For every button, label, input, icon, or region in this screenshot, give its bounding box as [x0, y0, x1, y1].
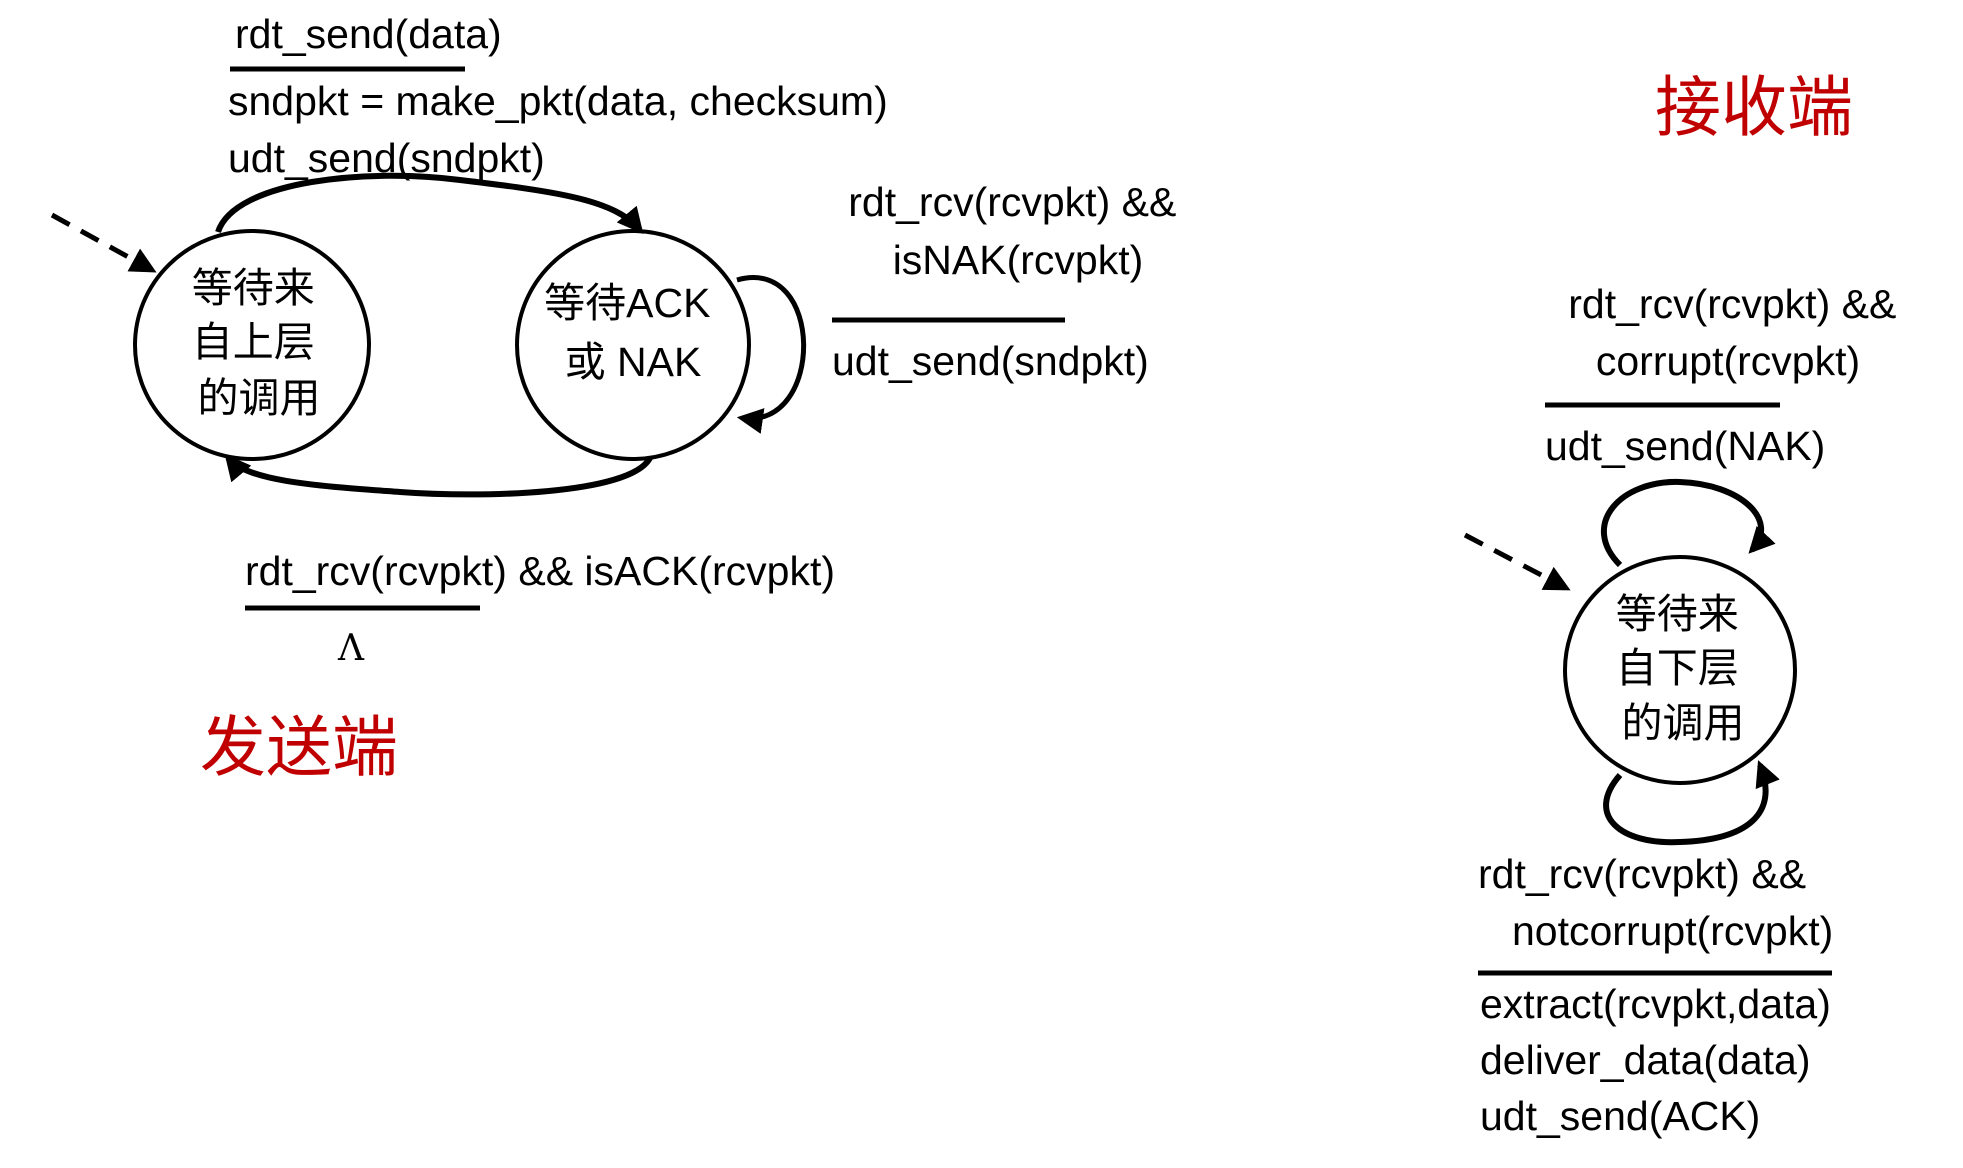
receiver-label-corrupt: rdt_rcv(rcvpkt) && corrupt(rcvpkt) udt_s…: [1545, 281, 1907, 469]
svg-text:等待来 自下层 的调用: 等待来 自下层 的调用: [1616, 591, 1750, 746]
receiver-ok-action-3: udt_send(ACK): [1480, 1093, 1760, 1139]
sender-nak-action-1: udt_send(sndpkt): [832, 338, 1149, 384]
sender-ack-action-lambda: Λ: [337, 628, 365, 669]
sender-send-action-2: udt_send(sndpkt): [228, 135, 545, 181]
receiver-fsm: 接收端 rdt_rcv(rcvpkt) && corrupt(rcvpkt) u…: [1463, 70, 1907, 1139]
receiver-corrupt-event-2: corrupt(rcvpkt): [1596, 338, 1860, 384]
sender-nak-event-2: isNAK(rcvpkt): [893, 237, 1144, 283]
receiver-corrupt-action-1: udt_send(NAK): [1545, 423, 1825, 469]
sender-state-wait-ack-line1: 等待ACK: [544, 280, 710, 326]
svg-text:等待ACK 或 NAK: 等待ACK 或 NAK: [544, 280, 722, 385]
sender-ack-event: rdt_rcv(rcvpkt) && isACK(rcvpkt): [245, 548, 835, 594]
svg-text:rdt_rcv(rcvpkt) && isN: rdt_rcv(rcvpkt) && isNAK(rcvpkt): [848, 179, 1187, 283]
sender-state-wait-ack-line2: 或 NAK: [565, 339, 702, 385]
sender-side-label: 发送端: [200, 710, 398, 784]
sender-arc-nak-loop: [736, 275, 807, 434]
sender-send-event: rdt_send(data): [235, 11, 502, 57]
receiver-ok-action-2: deliver_data(data): [1480, 1037, 1810, 1083]
sender-state-wait-call-line1: 等待来: [192, 265, 315, 311]
receiver-label-ok: rdt_rcv(rcvpkt) && notcorrupt(rcvpkt) ex…: [1478, 851, 1833, 1139]
sender-label-send: rdt_send(data) sndpkt = make_pkt(data, c…: [228, 11, 888, 181]
sender-label-nak: rdt_rcv(rcvpkt) && isNAK(rcvpkt) udt_sen…: [832, 179, 1187, 384]
sender-state-wait-ack: 等待ACK 或 NAK: [515, 229, 751, 461]
sender-arc-ack: [224, 454, 653, 498]
sender-state-wait-call-line3: 的调用: [198, 375, 321, 421]
svg-text:rdt_rcv(rcvpkt) && not: rdt_rcv(rcvpkt) && notcorrupt(rcvpkt): [1478, 851, 1833, 954]
sender-arc-send: [215, 172, 644, 234]
sender-state-wait-call-line2: 自上层: [192, 319, 315, 365]
receiver-initial-arrow: [1463, 532, 1571, 591]
sender-fsm: 等待来 自上层 的调用 等待ACK 或 NAK rdt_send(data) s…: [50, 11, 1187, 784]
svg-text:等待来 自上层 的调用: 等待来 自上层 的调用: [192, 265, 326, 421]
sender-nak-event-1: rdt_rcv(rcvpkt) &&: [848, 179, 1176, 225]
sender-label-ack: rdt_rcv(rcvpkt) && isACK(rcvpkt) Λ: [245, 548, 835, 669]
sender-state-wait-call: 等待来 自上层 的调用: [133, 229, 371, 461]
receiver-state-wait-call-line1: 等待来: [1616, 591, 1739, 637]
receiver-corrupt-event-1: rdt_rcv(rcvpkt) &&: [1568, 281, 1896, 327]
receiver-state-wait-call-line3: 的调用: [1622, 700, 1745, 746]
receiver-side-label: 接收端: [1655, 70, 1853, 144]
receiver-arc-corrupt-loop: [1600, 478, 1776, 568]
svg-text:rdt_rcv(rcvpkt) && cor: rdt_rcv(rcvpkt) && corrupt(rcvpkt): [1568, 281, 1907, 384]
receiver-state-wait-call-line2: 自下层: [1616, 645, 1739, 691]
receiver-ok-event-1: rdt_rcv(rcvpkt) &&: [1478, 851, 1806, 897]
receiver-ok-event-2: notcorrupt(rcvpkt): [1512, 908, 1833, 954]
receiver-ok-action-1: extract(rcvpkt,data): [1480, 981, 1831, 1027]
receiver-state-wait-call: 等待来 自下层 的调用: [1563, 555, 1797, 785]
receiver-arc-ok-loop: [1603, 760, 1780, 846]
sender-send-action-1: sndpkt = make_pkt(data, checksum): [228, 78, 888, 124]
sender-initial-arrow: [50, 212, 157, 273]
